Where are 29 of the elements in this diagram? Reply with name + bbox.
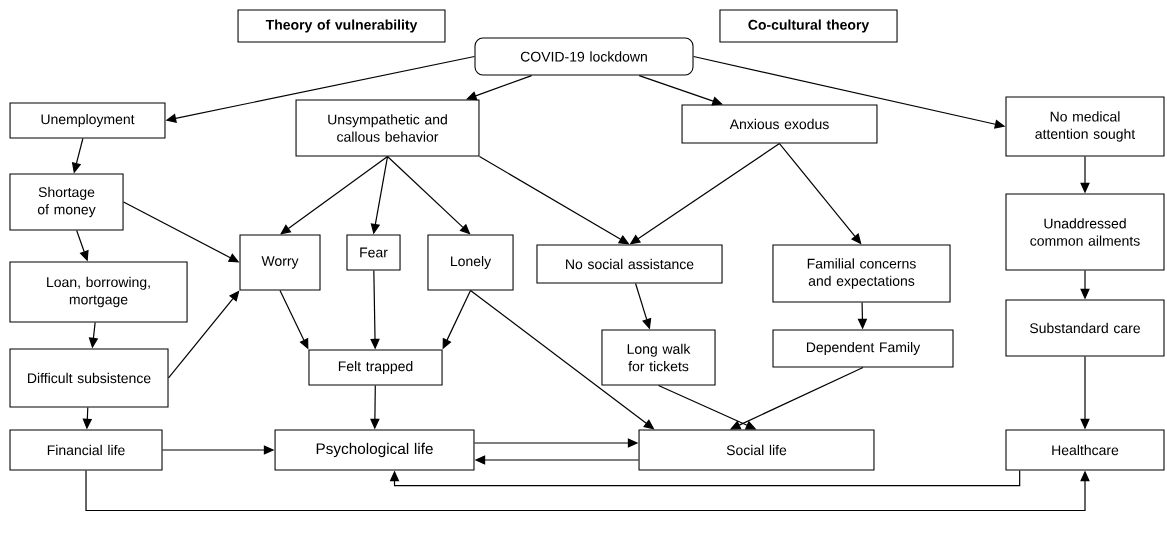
theory-box: Theory of vulnerability [237,9,446,43]
process-box: Unemployment [9,102,166,139]
process-box: Difficult subsistence [9,348,169,408]
process-box: Financial life [9,429,163,471]
rounded-box: COVID-19 lockdown [474,37,694,76]
arrow [386,155,471,235]
arrow [280,155,389,235]
theory-box: Co-cultural theory [719,9,898,43]
process-box: Worry [239,234,321,291]
process-box: Shortage of money [9,173,124,231]
process-box: Dependent Family [772,329,954,368]
process-box: No medical attention sought [1005,96,1165,157]
process-box: Familial concerns and expectations [772,244,951,303]
process-box: Social life [638,429,875,471]
process-box: Healthcare [1005,429,1165,471]
process-box: Loan, borrowing, mortgage [9,261,188,323]
process-box: Felt trapped [308,349,443,386]
process-box: Substandard care [1005,299,1165,357]
process-box: Unaddressed common ailments [1005,193,1165,271]
process-box: Unsympathetic and callous behavior [295,99,480,157]
arrow [389,469,1021,487]
process-box: Long walk for tickets [601,329,716,386]
process-box: Anxious exodus [681,104,878,144]
arrow [638,74,723,106]
process-box: Fear [346,234,401,271]
process-box: Lonely [427,234,514,291]
process-box: Psychological life [274,429,475,471]
arrow [85,469,1090,512]
process-box: No social assistance [536,244,723,284]
